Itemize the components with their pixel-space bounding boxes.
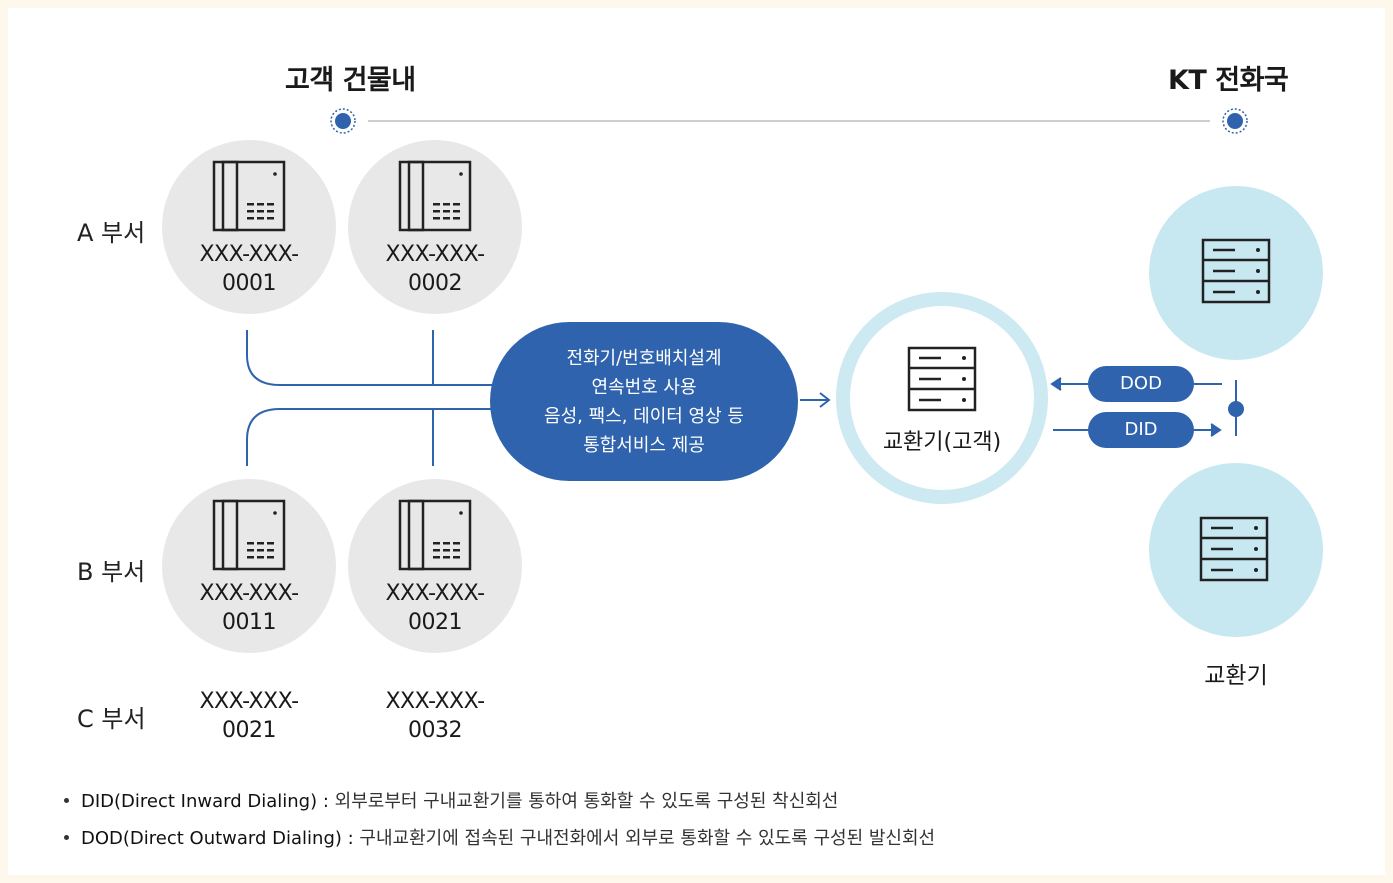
phone-number-prefix: XXX-XXX-: [385, 242, 485, 267]
note-dod-term: DOD(Direct Outward Dialing) :: [81, 828, 354, 849]
bullet-icon: [64, 834, 69, 840]
phone-number-prefix: XXX-XXX-: [199, 581, 299, 606]
note-dod-desc: 구내교환기에 접속된 구내전화에서 외부로 통화할 수 있도록 구성된 발신회선: [359, 828, 936, 849]
phone-node-0011: XXX-XXX- 0011: [162, 479, 336, 653]
note-dod: DOD(Direct Outward Dialing) : 구내교환기에 접속된…: [64, 824, 935, 850]
center-line-3: 음성, 팩스, 데이터 영상 등: [544, 405, 744, 427]
server-icon: [1199, 516, 1269, 582]
dept-a-label: A 부서: [77, 219, 146, 247]
dept-b-label: B 부서: [77, 558, 146, 586]
customer-node-icon: [330, 108, 356, 134]
c-phone-1-prefix: XXX-XXX-: [199, 689, 299, 714]
note-did: DID(Direct Inward Dialing) : 외부로부터 구내교환기…: [64, 787, 838, 813]
desk-phone-icon: [398, 160, 472, 232]
center-line-2: 연속번호 사용: [591, 376, 697, 398]
desk-phone-icon: [212, 160, 286, 232]
c-phone-2-prefix: XXX-XXX-: [385, 689, 485, 714]
desk-phone-icon: [398, 499, 472, 571]
phone-node-0001: XXX-XXX- 0001: [162, 140, 336, 314]
kt-exchange-label: 교환기: [1204, 663, 1268, 689]
kt-node-icon: [1222, 108, 1248, 134]
customer-exchange-label: 교환기(고객): [882, 430, 1002, 455]
phone-number-suffix: 0002: [408, 271, 463, 296]
phone-node-0002: XXX-XXX- 0002: [348, 140, 522, 314]
phone-number-suffix: 0001: [222, 271, 277, 296]
customer-building-title: 고객 건물내: [285, 65, 416, 96]
note-did-term: DID(Direct Inward Dialing) :: [81, 791, 329, 812]
phone-number-suffix: 0021: [408, 610, 463, 635]
number-plan-pill: 전화기/번호배치설계 연속번호 사용 음성, 팩스, 데이터 영상 등 통합서비…: [490, 322, 798, 481]
server-icon: [907, 346, 977, 412]
note-did-desc: 외부로부터 구내교환기를 통하여 통화할 수 있도록 구성된 착신회선: [334, 791, 839, 812]
c-phone-2-suffix: 0032: [408, 718, 463, 743]
kt-exchange-node-1: [1149, 186, 1323, 360]
dept-c-label: C 부서: [77, 705, 146, 733]
bullet-icon: [64, 797, 69, 803]
center-line-1: 전화기/번호배치설계: [566, 347, 722, 369]
server-icon: [1201, 238, 1271, 304]
phone-number-prefix: XXX-XXX-: [199, 242, 299, 267]
center-line-4: 통합서비스 제공: [583, 434, 705, 456]
dod-badge: DOD: [1088, 366, 1194, 402]
desk-phone-icon: [212, 499, 286, 571]
phone-node-0021: XXX-XXX- 0021: [348, 479, 522, 653]
did-badge: DID: [1088, 412, 1194, 448]
phone-number-suffix: 0011: [222, 610, 277, 635]
customer-exchange-node: 교환기(고객): [836, 292, 1048, 504]
phone-number-prefix: XXX-XXX-: [385, 581, 485, 606]
kt-office-title: KT 전화국: [1168, 65, 1289, 96]
c-phone-1-suffix: 0021: [222, 718, 277, 743]
kt-exchange-node-2: [1149, 463, 1323, 637]
